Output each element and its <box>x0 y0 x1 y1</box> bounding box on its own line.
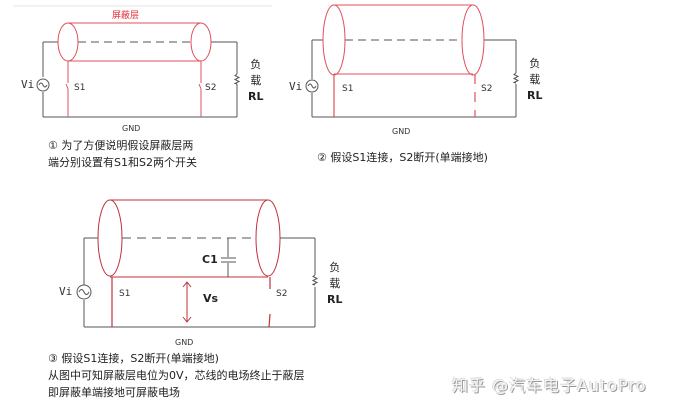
load-label: 负 载 RL <box>248 58 264 103</box>
panel3-circuit <box>76 199 319 328</box>
gnd-label: GND <box>392 127 411 136</box>
capacitor-label: C1 <box>202 253 218 266</box>
shield-right-end <box>255 199 281 277</box>
watermark: 知乎 @汽车电子AutoPro <box>452 376 647 395</box>
gnd-label: GND <box>175 338 194 347</box>
shield-right-end <box>461 4 485 76</box>
shield-left-end <box>57 22 79 62</box>
load-label: 负 载 RL <box>327 261 343 306</box>
ac-source-icon <box>305 79 319 93</box>
source-label: Vi <box>59 285 73 298</box>
panel1-circuit <box>36 22 241 118</box>
switch-s2-icon <box>198 83 202 90</box>
switch-s2-label: S2 <box>205 83 217 93</box>
resistor-icon <box>512 72 520 84</box>
shield-left-end <box>322 4 346 76</box>
switch-s2-open-bottom <box>268 313 271 328</box>
switch-s2-label: S2 <box>276 289 288 299</box>
voltage-arrow-icon <box>182 281 192 323</box>
switch-s1-label: S1 <box>119 289 131 299</box>
switch-s1-icon <box>65 83 69 90</box>
panel2-circuit <box>305 4 520 118</box>
switch-s1-label: S1 <box>74 83 86 93</box>
shield-layer-title: 屏蔽层 <box>112 11 140 21</box>
source-label: Vi <box>21 78 35 91</box>
ac-source-icon <box>36 78 50 92</box>
gnd-label: GND <box>122 124 141 133</box>
shield-right-end <box>190 22 212 62</box>
resistor-icon <box>233 73 241 85</box>
ac-source-icon <box>76 284 92 300</box>
voltage-label: Vs <box>203 292 219 305</box>
load-label: 负 载 RL <box>527 57 543 102</box>
switch-s1-label: S1 <box>342 84 354 94</box>
shield-left-end <box>97 199 123 277</box>
switch-s2-label: S2 <box>481 84 493 94</box>
caption-2: ② 假设S1连接，S2断开(单端接地) <box>317 151 488 164</box>
caption-1: ① 为了方便说明假设屏蔽层两 端分别设置有S1和S2两个开关 <box>48 139 197 169</box>
caption-3: ③ 假设S1连接，S2断开(单端接地) 从图中可知屏蔽层电位为0V，芯线的电场终… <box>48 352 305 399</box>
resistor-icon <box>311 274 319 286</box>
capacitor-icon <box>221 238 236 277</box>
source-label: Vi <box>289 80 303 93</box>
